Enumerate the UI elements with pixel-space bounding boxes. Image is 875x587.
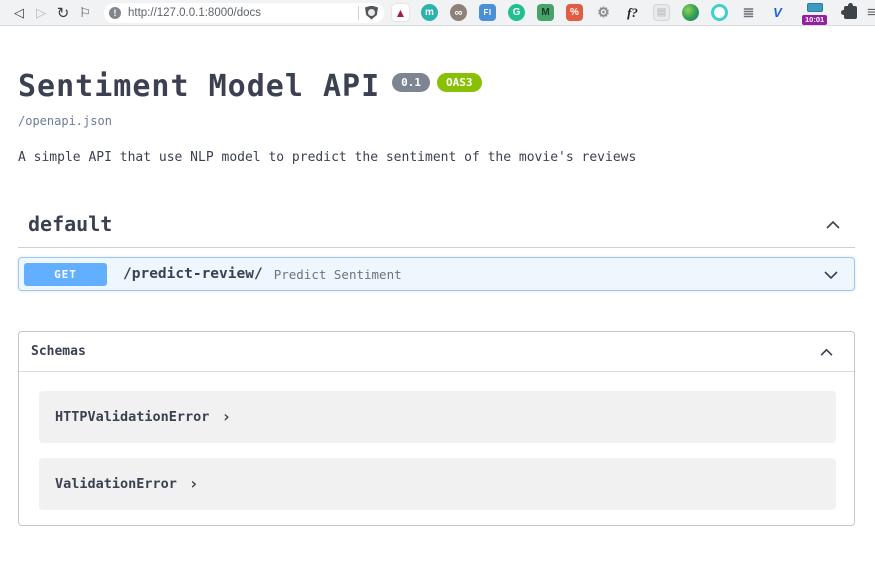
page-title: Sentiment Model API bbox=[18, 69, 381, 104]
page-extension-icon[interactable]: ▤ bbox=[653, 4, 670, 21]
version-badge: 0.1 bbox=[392, 73, 431, 93]
fq-extension-icon[interactable]: f? bbox=[627, 4, 638, 20]
default-tag-title: default bbox=[28, 212, 113, 236]
timer-badge: 10:01 bbox=[802, 15, 828, 25]
model-name: ValidationError bbox=[55, 476, 177, 492]
get-predict-review-operation[interactable]: GET /predict-review/ Predict Sentiment bbox=[18, 257, 855, 291]
v-dart-extension-icon[interactable]: V bbox=[773, 5, 782, 20]
globe-extension-icon[interactable] bbox=[682, 4, 699, 21]
browser-menu-icon[interactable]: ≡ bbox=[867, 4, 875, 21]
gear-extension-icon[interactable]: ⚙ bbox=[597, 4, 610, 20]
badges: 0.1 OAS3 bbox=[392, 73, 482, 93]
reload-icon[interactable]: ↻ bbox=[56, 4, 70, 22]
url-separator bbox=[358, 5, 359, 20]
browser-toolbar: ◁ ▷ ↻ ⚐ ! http://127.0.0.1:8000/docs ▲ m… bbox=[0, 0, 875, 26]
brave-shield-icon[interactable] bbox=[365, 5, 378, 20]
model-name: HTTPValidationError bbox=[55, 409, 210, 425]
fi-extension-icon[interactable]: FI bbox=[479, 4, 496, 21]
monica-extension-icon[interactable]: m bbox=[421, 4, 438, 21]
api-description: A simple API that use NLP model to predi… bbox=[18, 150, 637, 165]
chevron-up-icon[interactable] bbox=[819, 342, 834, 361]
schemas-section: Schemas HTTPValidationError › Validation… bbox=[18, 331, 855, 526]
models-container: HTTPValidationError › ValidationError › bbox=[19, 372, 854, 525]
server-extension-icon[interactable]: ≣ bbox=[742, 4, 755, 20]
forward-icon[interactable]: ▷ bbox=[36, 4, 46, 20]
url-text[interactable]: http://127.0.0.1:8000/docs bbox=[128, 6, 261, 19]
puzzle-icon[interactable] bbox=[841, 3, 857, 19]
expand-arrow-icon: › bbox=[188, 474, 199, 493]
chevron-down-icon[interactable] bbox=[823, 265, 839, 284]
g-extension-icon[interactable]: G bbox=[508, 4, 525, 21]
schemas-header[interactable]: Schemas bbox=[19, 332, 854, 372]
m-square-extension-icon[interactable]: M bbox=[537, 4, 554, 21]
operation-path: /predict-review/ bbox=[123, 266, 263, 282]
address-bar[interactable]: ! http://127.0.0.1:8000/docs bbox=[104, 2, 384, 23]
extensions-row: ▲ m ∞ FI G M % ⚙ f? ▤ ≣ V 10:01 bbox=[392, 1, 857, 25]
default-tag-header[interactable]: default bbox=[18, 212, 855, 248]
model-row-httpvalidationerror[interactable]: HTTPValidationError › bbox=[39, 391, 836, 443]
schemas-title: Schemas bbox=[31, 344, 86, 359]
timer-extension-icon[interactable]: 10:01 bbox=[798, 1, 832, 25]
swagger-content: Sentiment Model API 0.1 OAS3 /openapi.js… bbox=[0, 70, 875, 526]
openapi-json-link[interactable]: /openapi.json bbox=[18, 114, 112, 128]
bookmark-icon[interactable]: ⚐ bbox=[79, 4, 91, 20]
get-method-badge: GET bbox=[24, 262, 107, 286]
ring-extension-icon[interactable] bbox=[711, 4, 728, 21]
default-tag-section: default GET /predict-review/ Predict Sen… bbox=[18, 212, 855, 291]
api-info-header: Sentiment Model API 0.1 OAS3 bbox=[18, 70, 855, 104]
percent-extension-icon[interactable]: % bbox=[566, 4, 583, 21]
oas3-badge: OAS3 bbox=[437, 73, 482, 93]
back-icon[interactable]: ◁ bbox=[14, 4, 24, 20]
operation-summary: Predict Sentiment bbox=[273, 266, 402, 282]
site-info-icon[interactable]: ! bbox=[109, 6, 121, 19]
triangle-extension-icon[interactable]: ▲ bbox=[392, 4, 409, 21]
timer-icon bbox=[807, 2, 823, 12]
chevron-up-icon[interactable] bbox=[825, 215, 841, 234]
expand-arrow-icon: › bbox=[221, 407, 232, 426]
goggles-extension-icon[interactable]: ∞ bbox=[450, 4, 467, 21]
model-row-validationerror[interactable]: ValidationError › bbox=[39, 458, 836, 510]
